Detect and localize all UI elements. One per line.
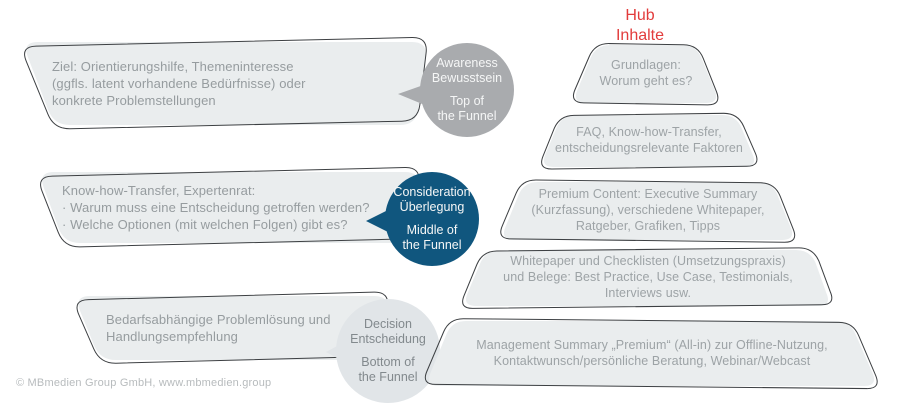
pyramid-level-1-text: Grundlagen: Worum geht es?	[599, 58, 693, 88]
awareness-label-group: Awareness Bewusstsein Top of the Funnel	[420, 44, 514, 136]
pyramid-level-3-text: Premium Content: Executive Summary (Kurz…	[531, 187, 765, 233]
consideration-label-group: Consideration Überlegung Middle of the F…	[385, 173, 479, 265]
pyramid-level-2-outline	[541, 112, 758, 170]
bubble-1-shape	[26, 42, 426, 125]
bubble-2-shape	[42, 172, 419, 243]
decision-label-group: Decision Entscheidung Bottom of the Funn…	[336, 301, 440, 401]
decision-circle	[336, 299, 440, 403]
awareness-circle	[420, 43, 514, 137]
pyramid-level-1-shape	[575, 45, 717, 103]
bubble-3-shape	[78, 296, 388, 360]
bubble-3-text: Bedarfsabhängige Problemlösung und Handl…	[106, 311, 331, 344]
pyramid-title: Hub Inhalte	[615, 7, 665, 45]
bubble-1-outline	[24, 37, 427, 130]
pyramid-level-3-shape	[503, 182, 793, 240]
pyramid-level-5-shape	[428, 321, 875, 386]
pyramid-level-2-shape	[543, 115, 755, 167]
copyright-text: © MBmedien Group GmbH, www.mbmedien.grou…	[16, 377, 272, 389]
pyramid-level-4-text: Whitepaper und Checklisten (Umsetzungspr…	[503, 254, 793, 300]
decision-stage-label: Decision Entscheidung	[350, 316, 426, 346]
pyramid-level-1-outline	[572, 43, 719, 106]
bubble-1-text: Ziel: Orientierungshilfe, Themeninteress…	[52, 58, 306, 109]
consideration-circle	[385, 172, 479, 266]
consideration-funnel-label: Middle of the Funnel	[402, 223, 462, 253]
decision-funnel-label: Bottom of the Funnel	[358, 355, 418, 385]
bubble-2-text: Know-how-Transfer, Expertenrat: · Warum …	[62, 182, 370, 233]
pyramid-level-4-outline	[462, 247, 833, 309]
pyramid-level-4-shape	[466, 250, 828, 306]
pyramid-level-3-outline	[500, 179, 796, 243]
pyramid-level-5-outline	[424, 318, 878, 390]
consideration-stage-label: Consideration Überlegung	[393, 184, 471, 214]
awareness-funnel-label: Top of the Funnel	[437, 94, 497, 124]
awareness-stage-label: Awareness Bewusstsein	[431, 55, 503, 85]
pyramid-level-2-text: FAQ, Know-how-Transfer, entscheidungsrel…	[555, 125, 743, 155]
pyramid-level-5-text: Management Summary „Premium“ (All-in) zu…	[476, 337, 828, 368]
